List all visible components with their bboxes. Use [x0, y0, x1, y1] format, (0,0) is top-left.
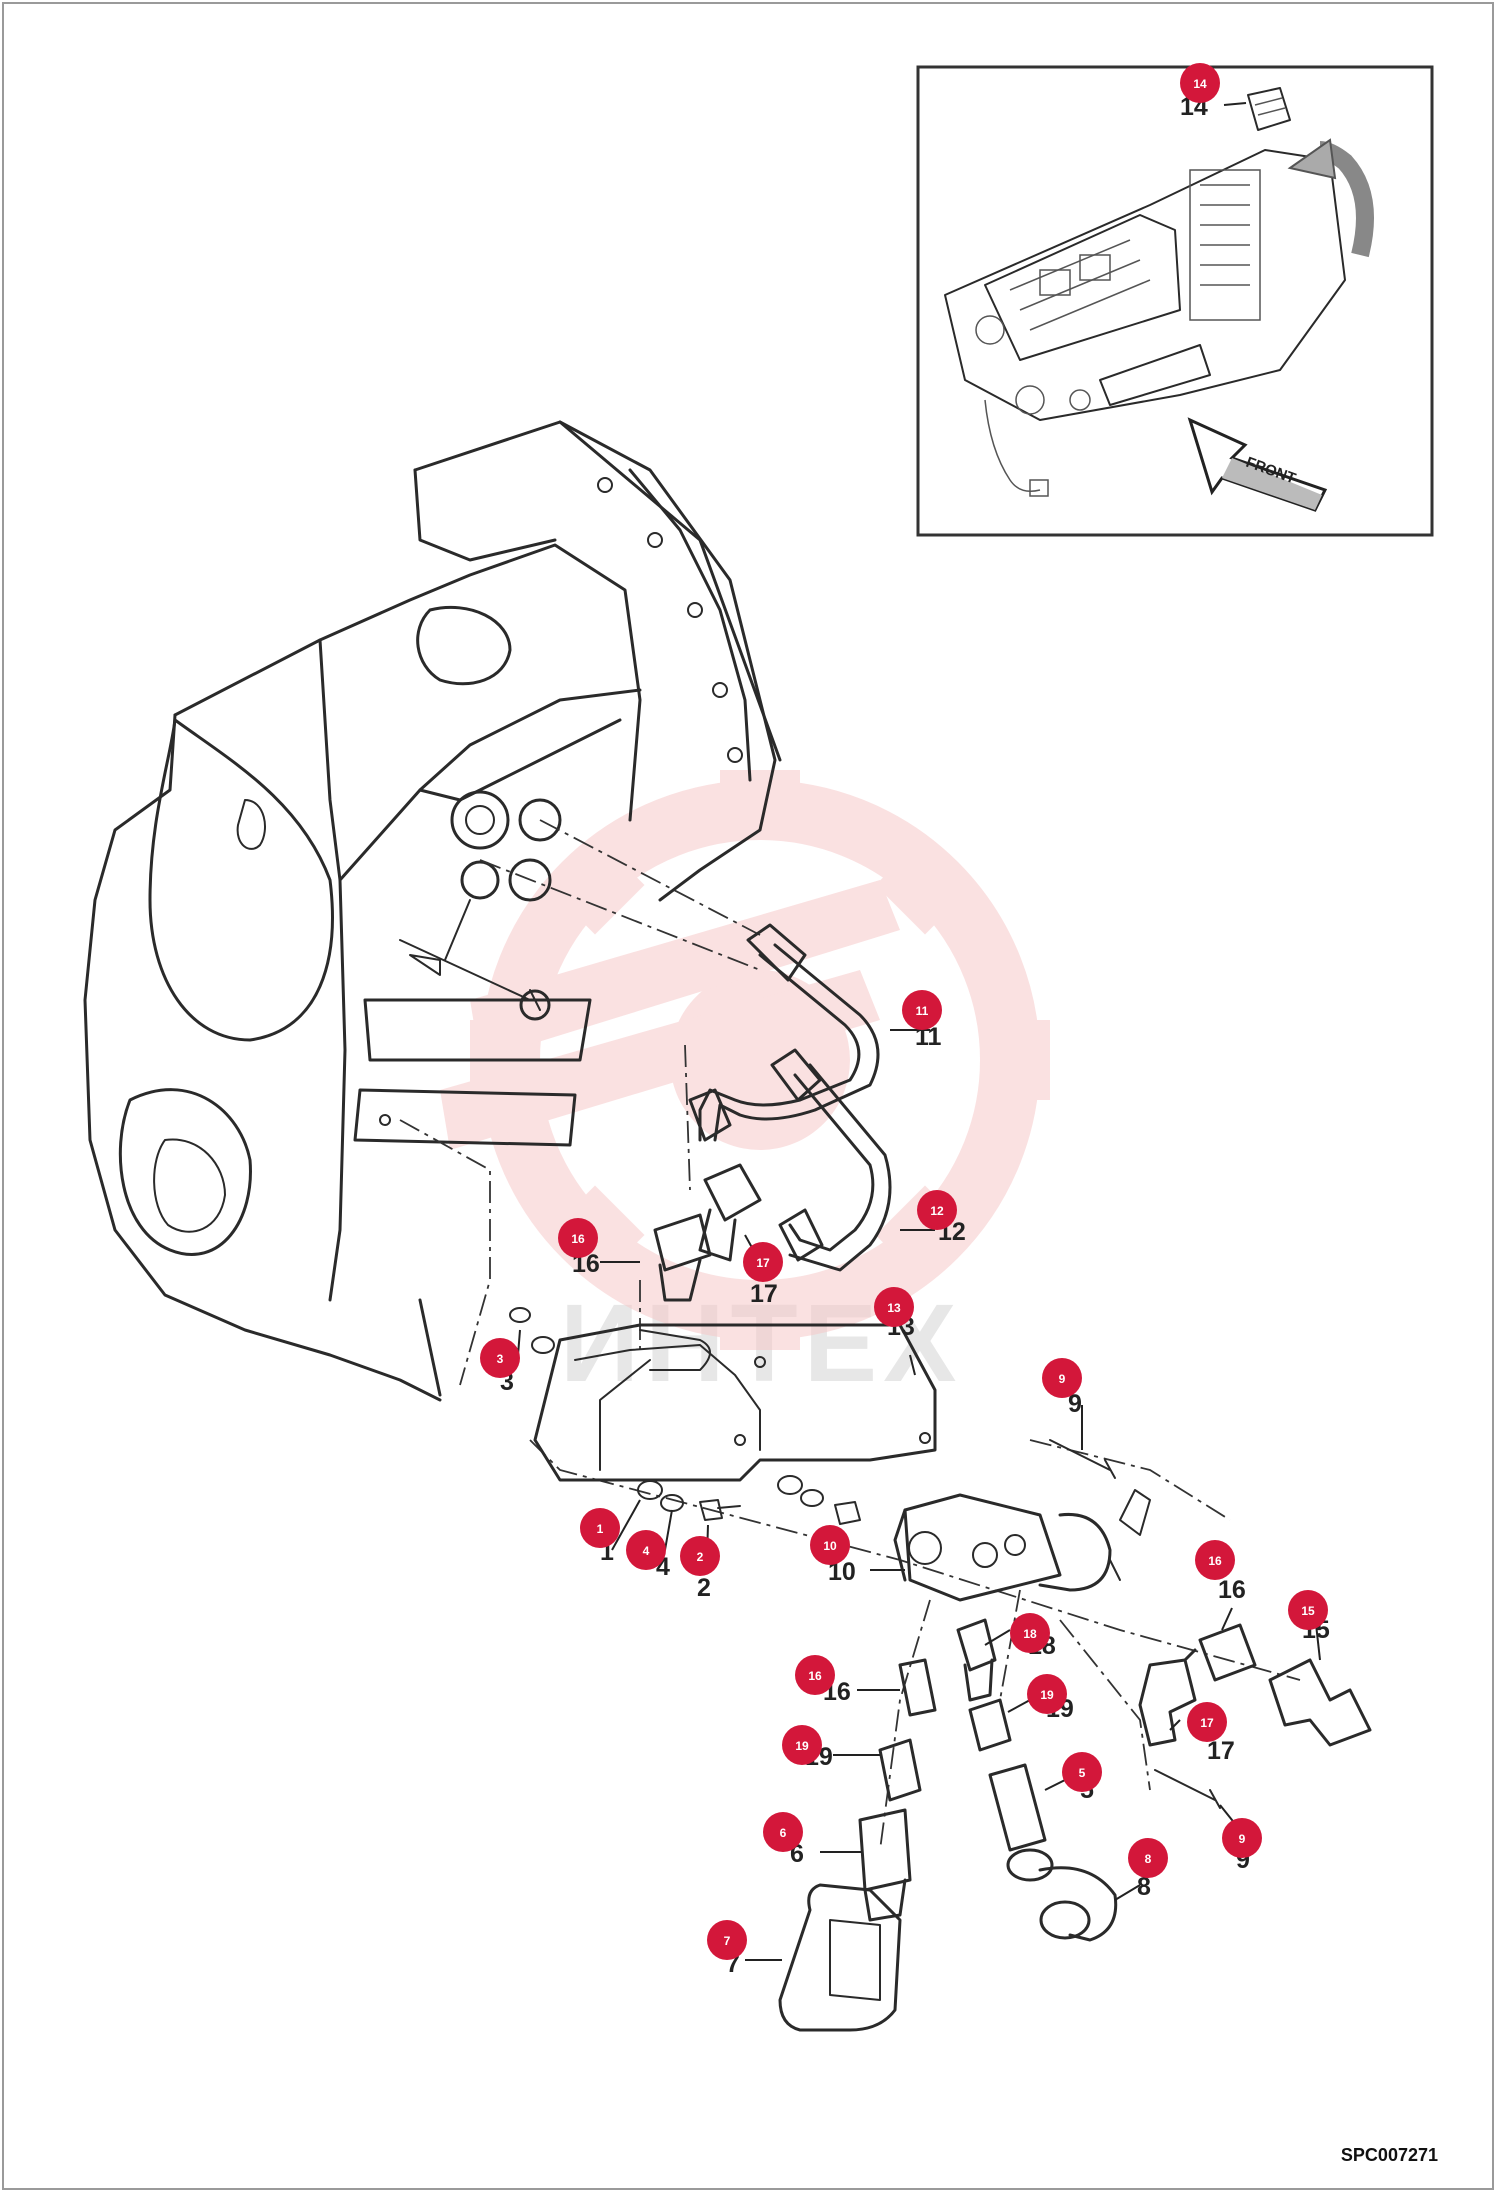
svg-text:16: 16 — [1208, 1554, 1222, 1568]
svg-text:2: 2 — [697, 1574, 711, 1602]
svg-text:16: 16 — [808, 1669, 822, 1683]
callout-14[interactable]: 14 — [1180, 63, 1220, 103]
svg-text:19: 19 — [795, 1739, 809, 1753]
callout-markers: 14 11 12 16 17 13 3 9 1 4 2 10 16 15 18 … — [480, 63, 1328, 1960]
svg-text:18: 18 — [1023, 1627, 1037, 1641]
callout-17[interactable]: 17 — [743, 1242, 783, 1282]
machine-frame-housing — [83, 420, 782, 1402]
svg-text:9: 9 — [1068, 1390, 1082, 1418]
svg-text:9: 9 — [1059, 1372, 1066, 1386]
svg-text:17: 17 — [1200, 1716, 1214, 1730]
callout-5[interactable]: 5 — [1062, 1752, 1102, 1792]
callout-12[interactable]: 12 — [917, 1190, 957, 1230]
valve-block — [893, 1489, 1151, 1602]
svg-text:7: 7 — [724, 1934, 731, 1948]
callout-9[interactable]: 9 — [1042, 1358, 1082, 1398]
svg-text:14: 14 — [1193, 77, 1207, 91]
svg-text:17: 17 — [750, 1280, 778, 1308]
callout-8[interactable]: 8 — [1128, 1838, 1168, 1878]
svg-text:4: 4 — [643, 1544, 650, 1558]
drawing-code-label: SPC007271 — [1340, 2145, 1438, 2165]
svg-text:6: 6 — [780, 1826, 787, 1840]
svg-text:16: 16 — [571, 1232, 585, 1246]
callout-4[interactable]: 4 — [626, 1530, 666, 1570]
inset-panel: FRONT — [916, 65, 1434, 537]
callout-15[interactable]: 15 — [1288, 1590, 1328, 1630]
svg-text:8: 8 — [1137, 1873, 1151, 1901]
svg-text:15: 15 — [1301, 1604, 1315, 1618]
callout-2[interactable]: 2 — [680, 1536, 720, 1576]
svg-text:2: 2 — [697, 1550, 704, 1564]
callout-3[interactable]: 3 — [480, 1338, 520, 1378]
callout-16[interactable]: 16 — [558, 1218, 598, 1258]
svg-text:11: 11 — [916, 1004, 929, 1018]
svg-text:9: 9 — [1239, 1832, 1246, 1846]
mounting-bracket — [533, 1323, 937, 1482]
fastener-hardware — [509, 1307, 1221, 1809]
svg-text:5: 5 — [1079, 1766, 1086, 1780]
lower-fittings — [778, 1618, 1372, 2032]
svg-text:13: 13 — [887, 1301, 901, 1315]
callout-1[interactable]: 1 — [580, 1508, 620, 1548]
tube-assemblies — [653, 923, 892, 1302]
svg-text:1: 1 — [597, 1522, 604, 1536]
svg-text:17: 17 — [756, 1256, 770, 1270]
svg-text:8: 8 — [1145, 1852, 1152, 1866]
svg-text:16: 16 — [1218, 1576, 1246, 1604]
svg-text:17: 17 — [1207, 1737, 1235, 1765]
callout-7[interactable]: 7 — [707, 1920, 747, 1960]
callout-17[interactable]: 17 — [1187, 1702, 1227, 1742]
callout-16[interactable]: 16 — [795, 1655, 835, 1695]
callout-11[interactable]: 11 — [902, 990, 942, 1030]
svg-text:19: 19 — [1040, 1688, 1054, 1702]
svg-text:3: 3 — [497, 1352, 504, 1366]
callout-9[interactable]: 9 — [1222, 1818, 1262, 1858]
callout-13[interactable]: 13 — [874, 1287, 914, 1327]
callout-18[interactable]: 18 — [1010, 1613, 1050, 1653]
callout-10[interactable]: 10 — [810, 1525, 850, 1565]
callout-6[interactable]: 6 — [763, 1812, 803, 1852]
svg-text:12: 12 — [930, 1204, 944, 1218]
callout-16[interactable]: 16 — [1195, 1540, 1235, 1580]
callout-19[interactable]: 19 — [1027, 1674, 1067, 1714]
svg-text:10: 10 — [823, 1539, 837, 1553]
leader-lines — [517, 82, 1321, 1961]
callout-19[interactable]: 19 — [782, 1725, 822, 1765]
